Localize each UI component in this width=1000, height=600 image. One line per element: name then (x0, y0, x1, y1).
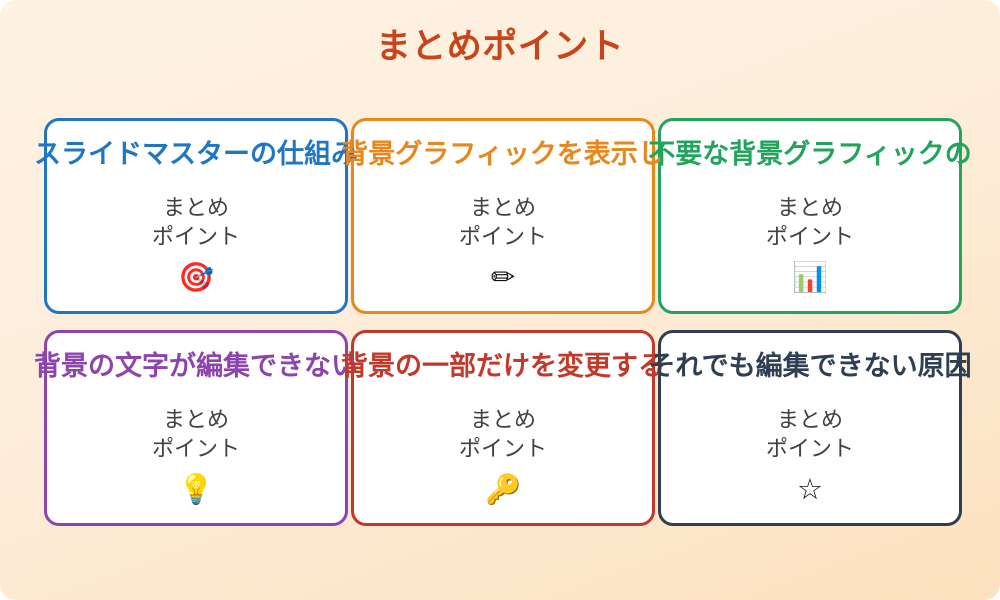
summary-card-body: まとめ ポイント (151, 407, 240, 462)
summary-card[interactable]: 背景の一部だけを変更するまとめ ポイント 🔑 (341, 330, 665, 526)
summary-card-title: 不要な背景グラフィックの (648, 139, 972, 169)
summary-card[interactable]: それでも編集できない原因まとめ ポイント ☆ (648, 330, 972, 526)
summary-card-title: 背景グラフィックを表示し (341, 139, 665, 169)
star-icon: ☆ (797, 472, 823, 506)
summary-card-grid: スライドマスターの仕組みまとめ ポイント 🎯 背景グラフィックを表示しまとめ ポイン… (34, 118, 972, 526)
summary-card-title: 背景の一部だけを変更する (341, 351, 665, 381)
summary-card[interactable]: スライドマスターの仕組みまとめ ポイント 🎯 (34, 118, 358, 314)
summary-card[interactable]: 背景グラフィックを表示しまとめ ポイント ✏ (341, 118, 665, 314)
summary-card-body: まとめ ポイント (458, 195, 547, 250)
summary-card-title: 背景の文字が編集できない (34, 351, 358, 381)
summary-card-body: まとめ ポイント (151, 195, 240, 250)
bar-chart-icon: 📊 (791, 260, 829, 294)
summary-card[interactable]: 背景の文字が編集できないまとめ ポイント 💡 (34, 330, 358, 526)
summary-card[interactable]: 不要な背景グラフィックのまとめ ポイント 📊 (648, 118, 972, 314)
key-icon: 🔑 (484, 472, 522, 506)
summary-card-body: まとめ ポイント (765, 407, 854, 462)
summary-card-title: それでも編集できない原因 (648, 351, 972, 381)
pencil-icon: ✏ (490, 260, 516, 294)
summary-card-body: まとめ ポイント (458, 407, 547, 462)
summary-card-title: スライドマスターの仕組み (34, 139, 358, 169)
page-title: まとめポイント (375, 27, 625, 66)
summary-card-body: まとめ ポイント (765, 195, 854, 250)
lightbulb-icon: 💡 (177, 472, 215, 506)
target-icon: 🎯 (177, 260, 215, 294)
